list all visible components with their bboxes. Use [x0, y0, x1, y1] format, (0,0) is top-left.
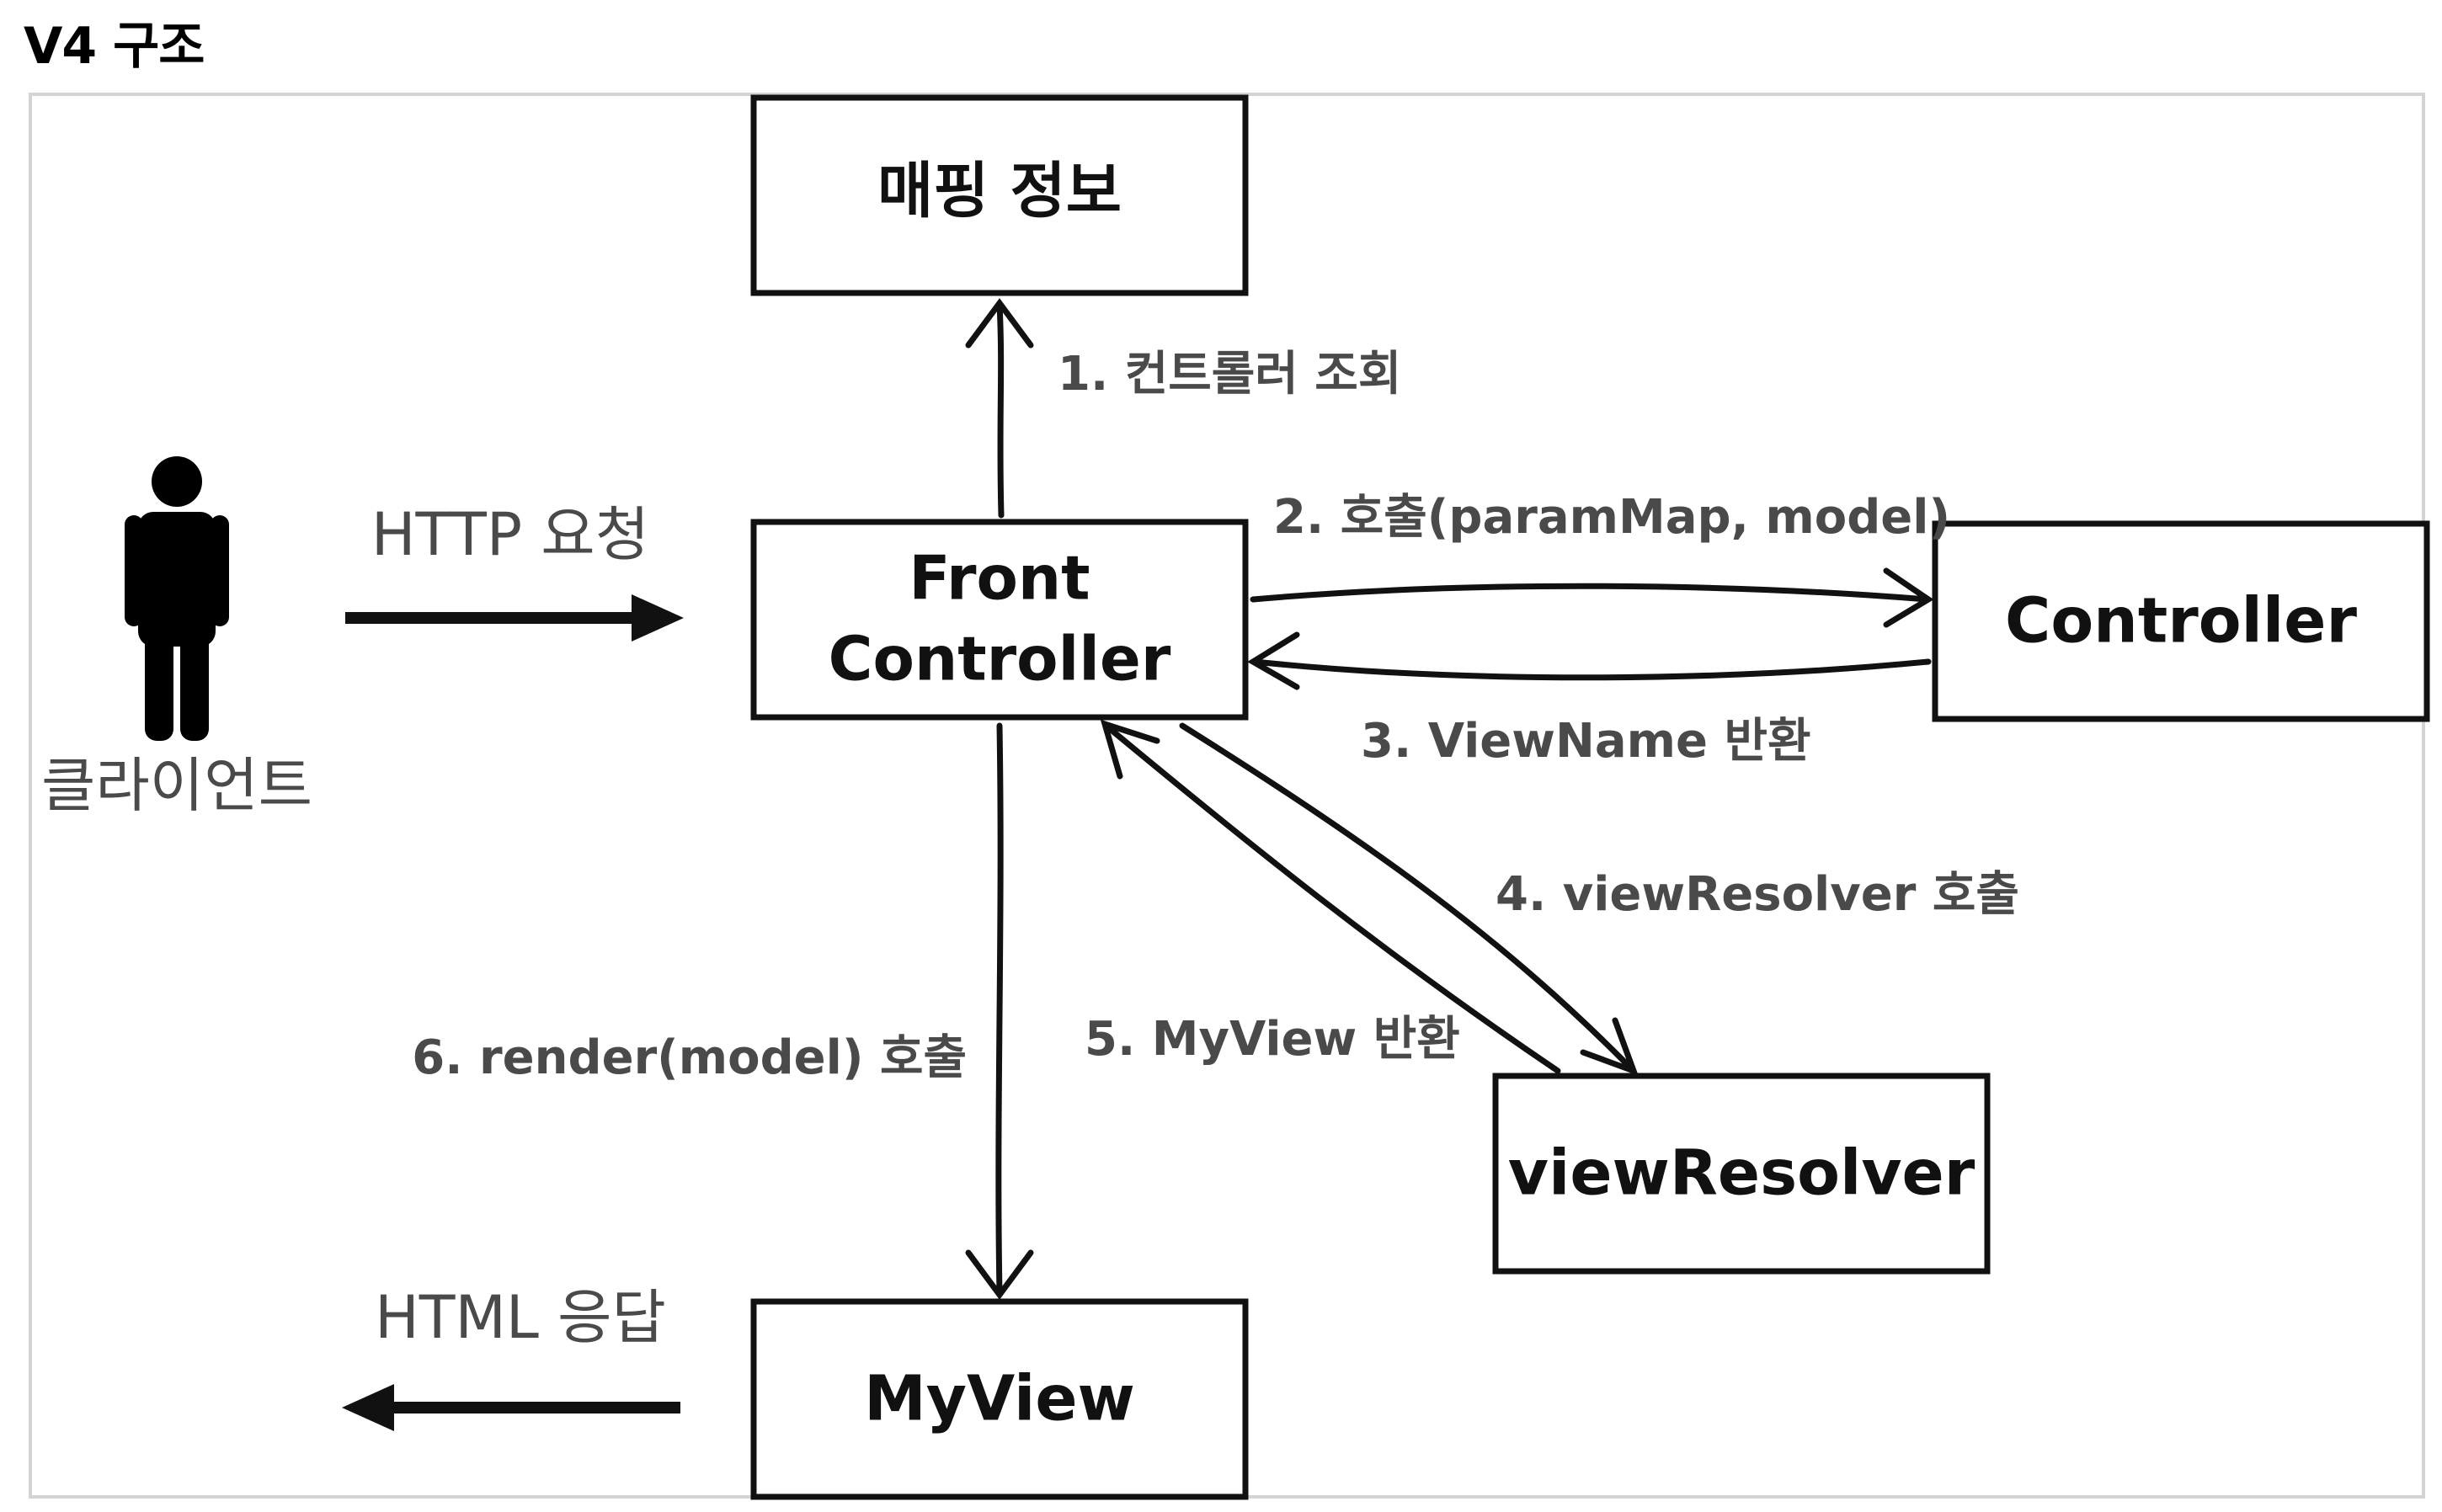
front-controller-label-line2: Controller: [829, 624, 1171, 695]
view-resolver-label: viewResolver: [1508, 1137, 1975, 1210]
front-controller-box: [750, 519, 1249, 721]
html-response-arrow: [342, 1384, 680, 1431]
front-controller-label-line1: Front: [909, 543, 1090, 614]
client-person-icon: [125, 456, 229, 741]
view-resolver-box: [1492, 1073, 1991, 1275]
step3-label: 3. ViewName 반환: [1361, 714, 1811, 769]
controller-box: [1932, 520, 2430, 722]
step4-label: 4. viewResolver 호출: [1496, 867, 2019, 922]
html-response-label: HTML 응답: [375, 1283, 666, 1352]
my-view-box: [750, 1298, 1249, 1500]
controller-label: Controller: [2005, 585, 2357, 658]
step5-label: 5. MyView 반환: [1085, 1012, 1460, 1067]
my-view-label: MyView: [864, 1363, 1135, 1435]
step2-label: 2. 호출(paramMap, model): [1273, 490, 1950, 545]
mapping-info-label: 매핑 정보: [877, 156, 1122, 226]
step1-arrow: [965, 298, 1034, 519]
step1-label: 1. 컨트롤러 조회: [1058, 347, 1401, 402]
page-title: V4 구조: [24, 17, 205, 76]
client-label: 클라이언트: [41, 751, 312, 820]
step4-arrow: [1179, 722, 1639, 1076]
step6-arrow: [965, 722, 1034, 1300]
step2-arrow: [1250, 567, 1934, 628]
step6-label: 6. render(model) 호출: [412, 1030, 967, 1085]
http-request-label: HTTP 요청: [371, 500, 649, 569]
mapping-info-box: [750, 94, 1249, 296]
step3-arrow: [1247, 631, 1932, 690]
http-request-arrow: [345, 594, 684, 642]
step5-arrow: [1100, 719, 1561, 1074]
